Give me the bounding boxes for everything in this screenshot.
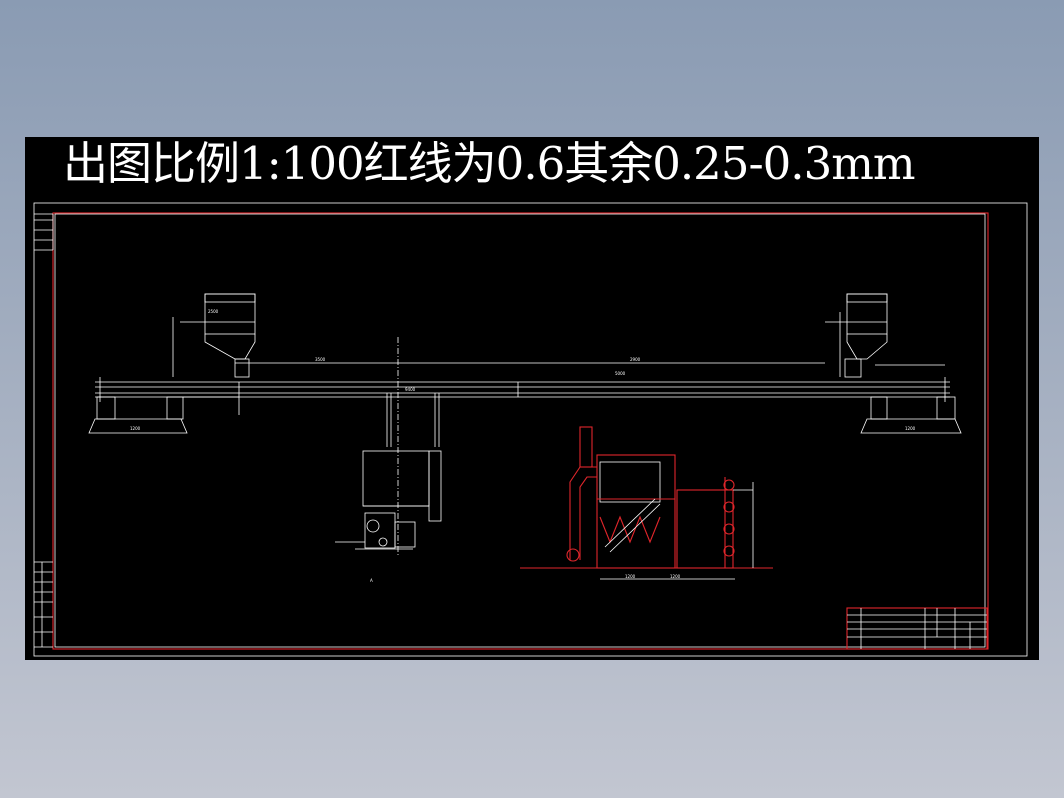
inner-white-border: [54, 213, 986, 648]
dim-3500-a: 3500: [315, 357, 326, 362]
drive-unit: A: [335, 393, 442, 583]
outer-frame: [33, 202, 1028, 657]
conveyor-elevation: 3500 9400 5000 2900: [95, 337, 950, 557]
drawing-title: 出图比例1:100红线为0.6其余0.25-0.3mm: [63, 137, 916, 190]
title-block: [846, 607, 988, 650]
svg-text:1200: 1200: [670, 574, 681, 579]
svg-text:1200: 1200: [905, 426, 916, 431]
cad-drawing: 3500 9400 5000 2900 2500 1200: [33, 202, 1028, 657]
dim-2900: 2900: [630, 357, 641, 362]
right-tail-station: 1200: [825, 293, 962, 434]
collector-section: 1200 1200: [520, 426, 773, 580]
drawing-canvas[interactable]: 出图比例1:100红线为0.6其余0.25-0.3mm: [25, 137, 1039, 660]
left-head-station: 2500 1200: [88, 293, 256, 434]
left-margin-table: [34, 213, 54, 648]
svg-text:A: A: [370, 578, 373, 583]
svg-text:1200: 1200: [130, 426, 141, 431]
dim-5000: 5000: [615, 371, 626, 376]
dim-1200: 1200: [625, 574, 636, 579]
inner-red-border: [52, 212, 989, 650]
svg-text:2500: 2500: [208, 309, 219, 314]
dim-9400: 9400: [405, 387, 416, 392]
